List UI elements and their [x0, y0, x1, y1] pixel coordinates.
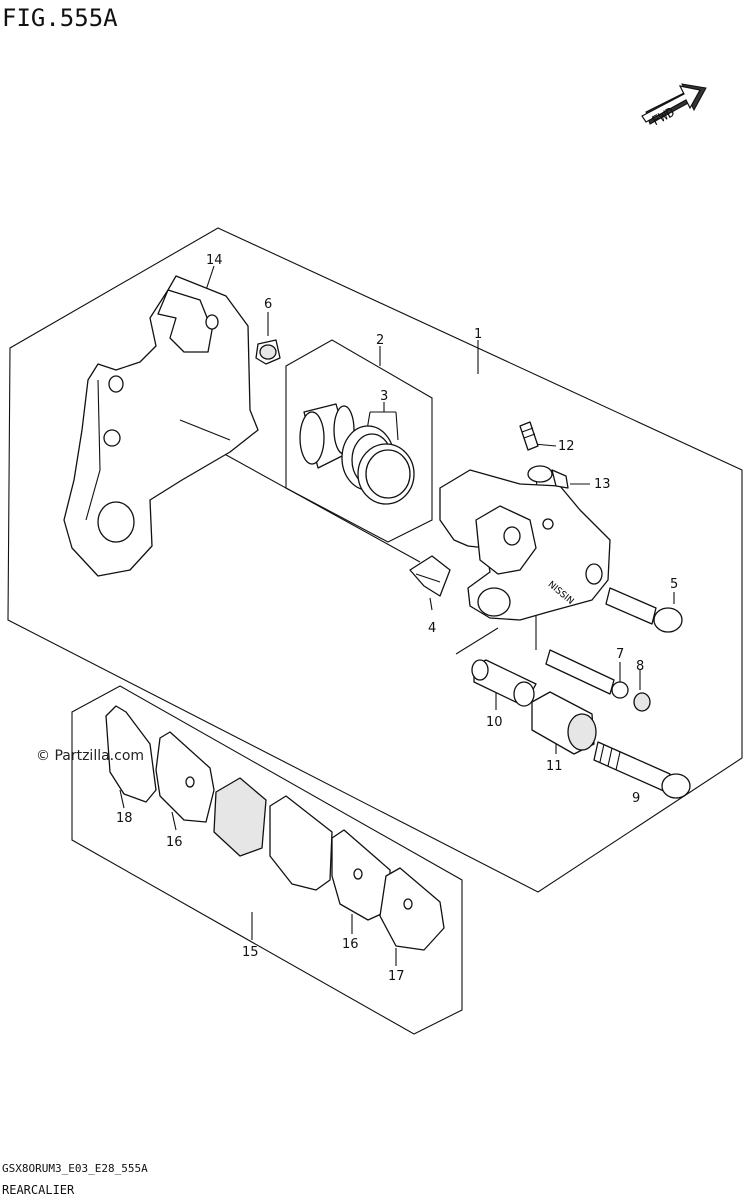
piston-and-seals: [299, 403, 415, 505]
guide-pin-7: [545, 649, 629, 699]
callout-3: 3: [380, 389, 388, 404]
callout-8: 8: [636, 659, 644, 674]
callout-10: 10: [486, 715, 503, 730]
boot-part-6: [255, 339, 281, 365]
bleeder-valve: [519, 421, 539, 451]
callout-5: 5: [670, 577, 678, 592]
caliper-body: NISSIN: [439, 469, 611, 621]
callout-11: 11: [546, 759, 563, 774]
assembly-boundary: [7, 227, 743, 893]
brake-pads: [105, 705, 445, 951]
mounting-bolt-9: [593, 741, 691, 799]
pin-bolt-5: [605, 587, 683, 633]
callout-2: 2: [376, 333, 384, 348]
cap-8: [633, 692, 651, 712]
callout-16-right: 16: [342, 937, 359, 952]
callout-12: 12: [558, 439, 575, 454]
figure-caption: REARCALIER: [2, 1183, 75, 1197]
callout-labels: 1 2 3 4 5 6 7 8 9 10 11 12 13 14 15 16 1…: [116, 253, 678, 984]
callout-13: 13: [594, 477, 611, 492]
callout-6: 6: [264, 297, 272, 312]
boot-11: [531, 691, 597, 755]
figure-title: FIG.555A: [2, 4, 118, 32]
callout-17: 17: [388, 969, 405, 984]
callout-4: 4: [428, 621, 436, 636]
callout-15: 15: [242, 945, 259, 960]
watermark: © Partzilla.com: [36, 748, 144, 764]
callout-7: 7: [616, 647, 624, 662]
pad-spring: [409, 555, 451, 597]
fwd-arrow-icon: FWD: [641, 83, 707, 129]
callout-18: 18: [116, 811, 133, 826]
caliper-bracket: [63, 275, 259, 577]
sleeve-10: [471, 659, 537, 707]
figure-code: GSX8ORUM3_E03_E28_555A: [2, 1162, 148, 1175]
callout-9: 9: [632, 791, 640, 806]
pad-set-boundary: [71, 685, 463, 1035]
bleeder-cap: [527, 465, 569, 489]
callout-1: 1: [474, 327, 482, 342]
callout-14: 14: [206, 253, 223, 268]
callout-16-left: 16: [166, 835, 183, 850]
